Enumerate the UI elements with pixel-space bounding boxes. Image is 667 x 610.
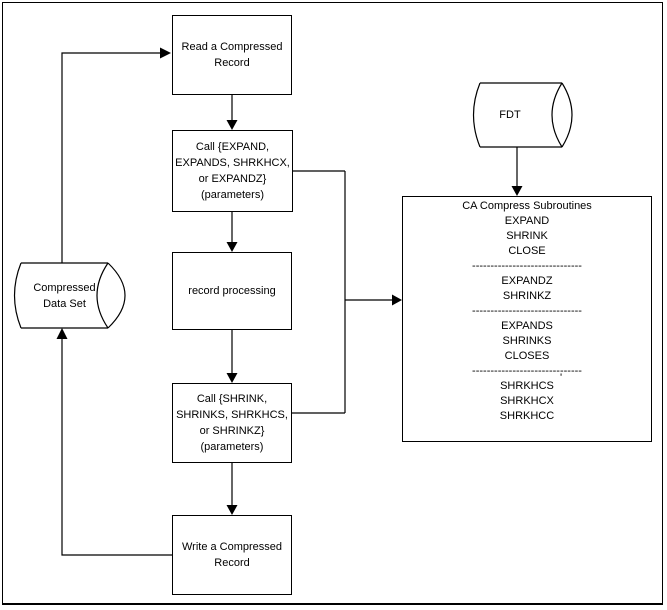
divider-dashes: ------------------------------ [472, 260, 582, 272]
call-shrink-label: Call {SHRINK, SHRINKS, SHRKHCS, or SHRIN… [176, 393, 288, 453]
subroutine-group-1: EXPAND SHRINK CLOSE [504, 215, 550, 257]
diagram-border [2, 2, 663, 605]
subroutines-box: CA Compress Subroutines EXPAND SHRINK CL… [402, 196, 652, 442]
subroutine-group-2: EXPANDZ SHRINKZ [501, 275, 553, 302]
arrow-calls-to-subroutines [292, 170, 394, 414]
stray-mark: ' [560, 372, 563, 384]
storage-fdt: FDT [469, 88, 551, 142]
arrow-write-to-dataset [61, 337, 172, 556]
write-record-label: Write a Compressed Record [181, 541, 283, 569]
arrowhead-into-call-shrink [226, 373, 238, 383]
arrowhead-into-write [226, 505, 238, 515]
storage-compressed-data-set: Compressed Data Set [21, 268, 108, 323]
call-expand-label: Call {EXPAND, EXPANDS, SHRKHCX, or EXPAN… [175, 141, 290, 201]
subroutine-group-4: SHRKHCS SHRKHCX SHRKHCC [499, 380, 555, 422]
flow-box-write-record: Write a Compressed Record [172, 515, 292, 595]
arrow-dataset-to-read [61, 52, 162, 263]
flow-box-read-record: Read a Compressed Record [172, 15, 292, 95]
storage-cylinder-shape [13, 262, 126, 329]
record-processing-label: record processing [188, 285, 276, 297]
divider-dashes: ------------------------------ [472, 365, 582, 377]
flow-box-call-shrink: Call {SHRINK, SHRINKS, SHRKHCS, or SHRIN… [172, 383, 292, 463]
divider-dashes: ------------------------------ [472, 305, 582, 317]
arrowhead-into-call-expand [226, 120, 238, 130]
arrowhead-into-dataset [56, 328, 68, 339]
read-record-label: Read a Compressed Record [181, 41, 283, 69]
subroutine-group-3: EXPANDS SHRINKS CLOSES [501, 320, 553, 362]
arrowhead-fdt-into-subroutines [511, 186, 523, 196]
flow-box-record-processing: record processing [172, 252, 292, 330]
compressed-data-set-label: Compressed Data Set [33, 281, 96, 310]
flow-box-call-expand: Call {EXPAND, EXPANDS, SHRKHCX, or EXPAN… [172, 130, 293, 212]
subroutines-title: CA Compress Subroutines [462, 200, 592, 212]
arrowhead-into-processing [226, 242, 238, 252]
fdt-label: FDT [499, 109, 521, 121]
arrowhead-into-subroutines [392, 294, 402, 306]
arrowhead-into-read [160, 47, 171, 59]
fdt-cylinder-shape [472, 82, 573, 148]
